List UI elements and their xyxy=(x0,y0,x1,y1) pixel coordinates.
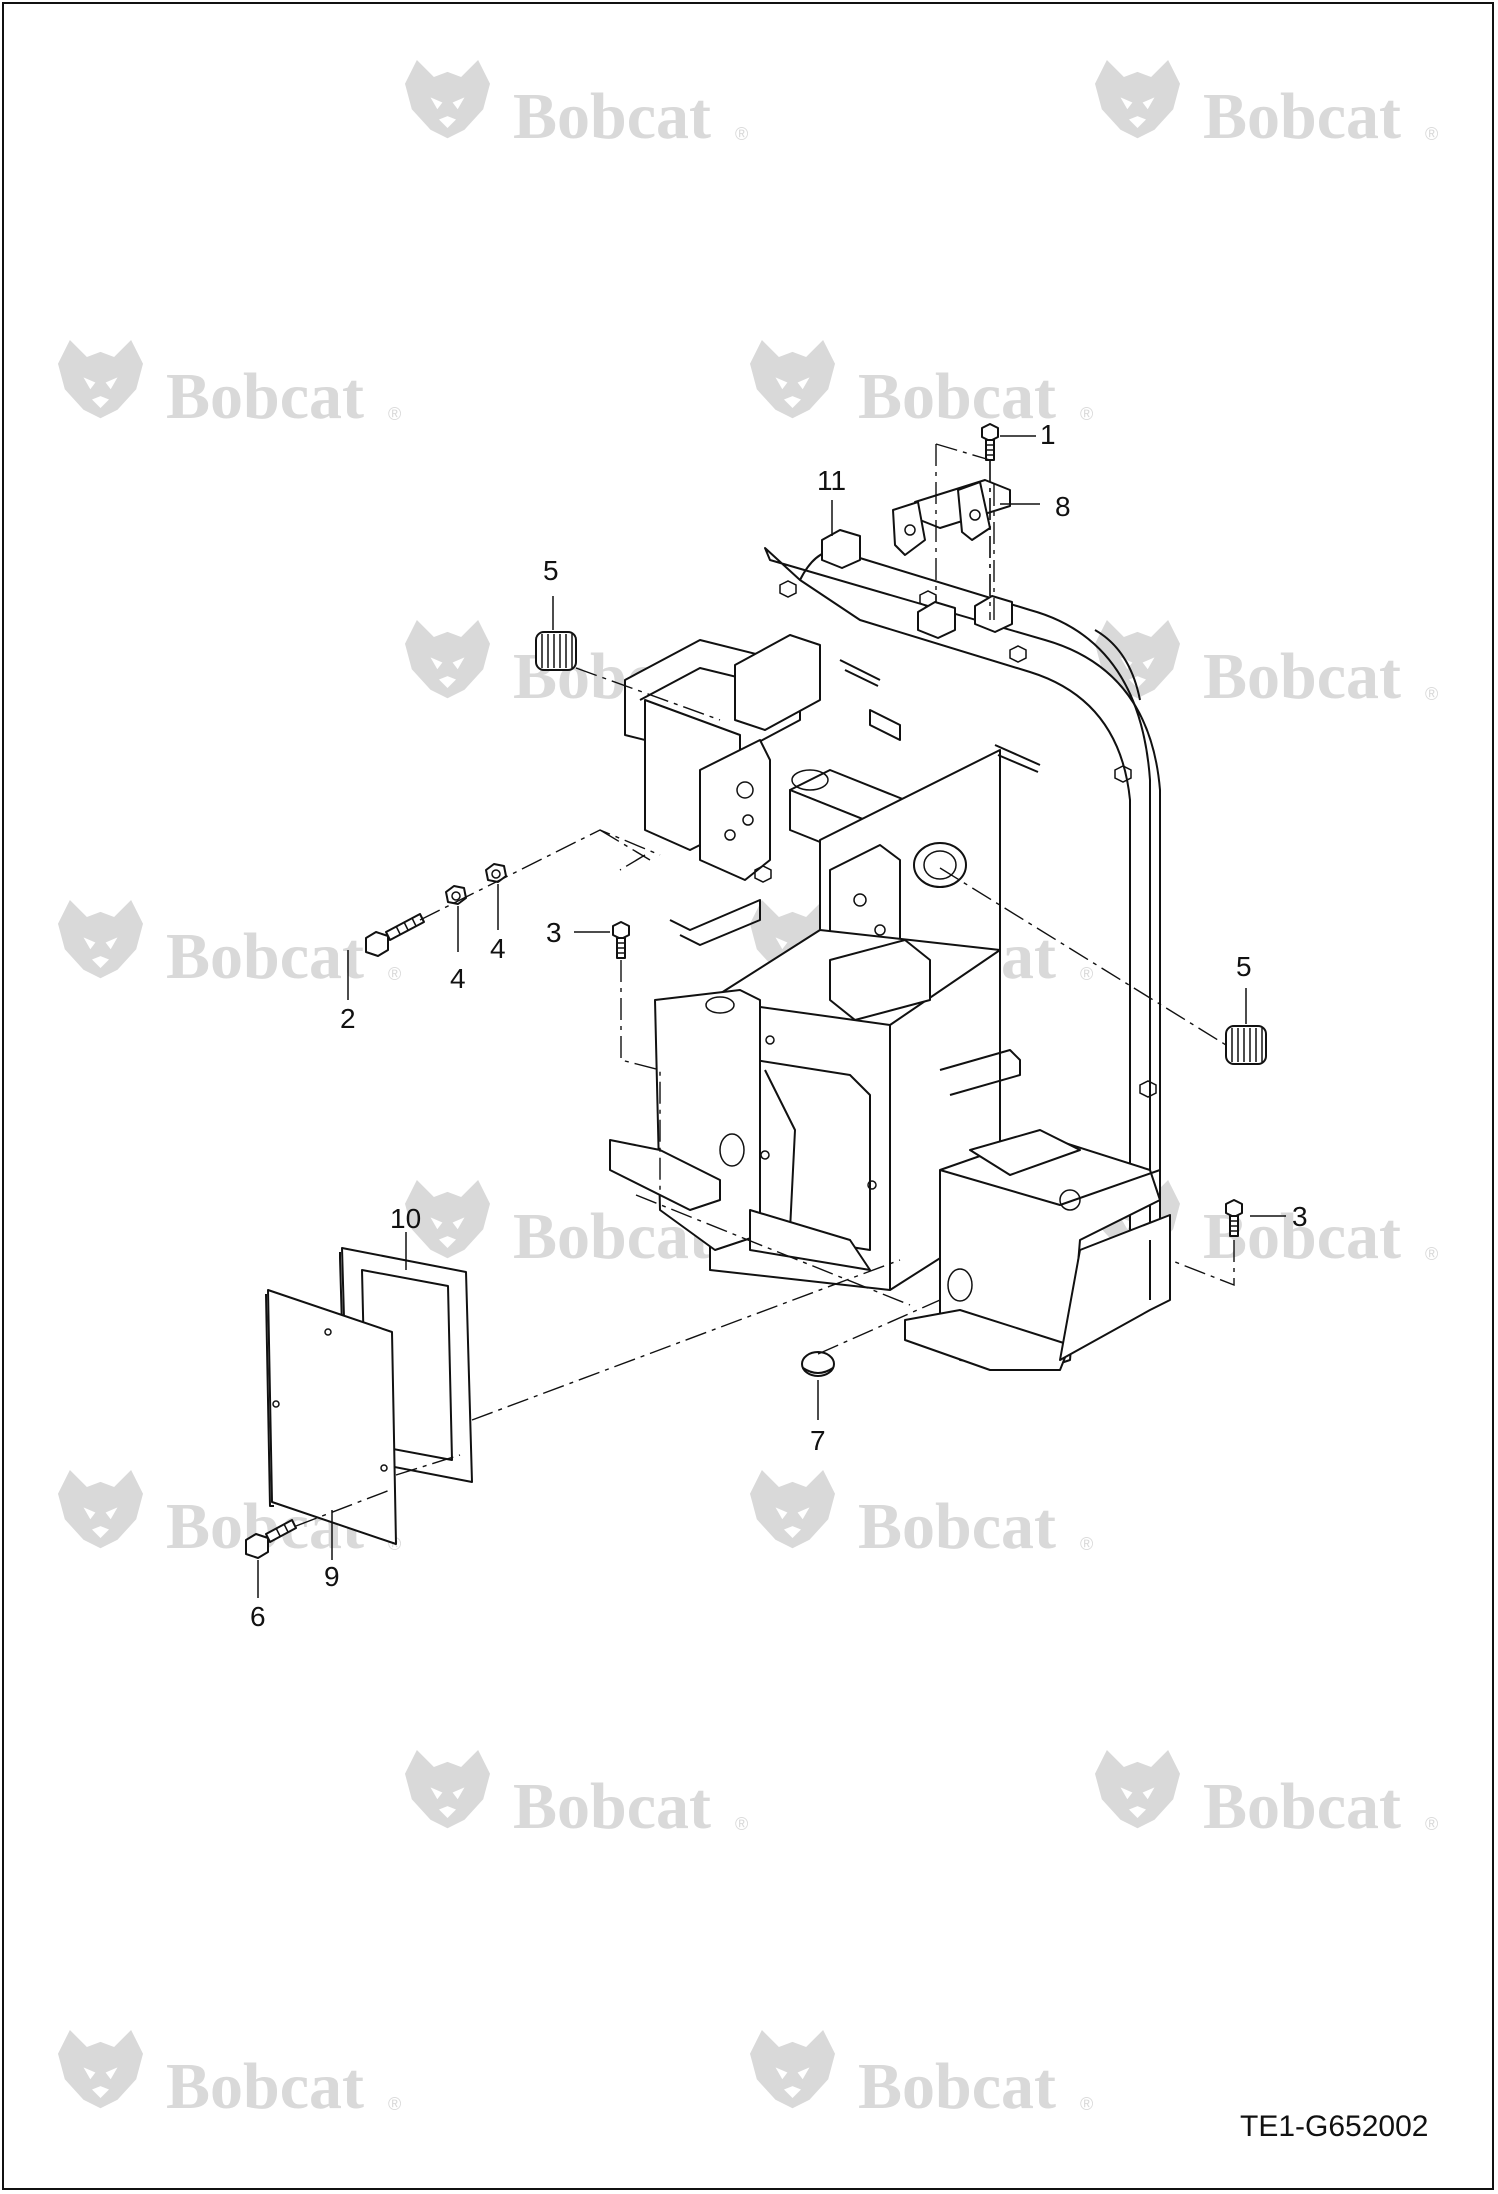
watermark-bobcat-15: Bobcat ® xyxy=(750,2030,1093,2123)
watermark-bobcat-2: Bobcat ® xyxy=(58,340,401,433)
callout-8: 8 xyxy=(1055,491,1071,522)
callout-5-upper: 5 xyxy=(543,555,559,586)
bolt-part-3-right xyxy=(1225,1199,1243,1237)
watermark-text: Bobcat xyxy=(1203,80,1401,153)
watermark-bobcat-13: Bobcat ® xyxy=(1095,1750,1438,1843)
watermark-registered-mark: ® xyxy=(1080,2094,1093,2114)
watermark-registered-mark: ® xyxy=(735,124,748,144)
bolt-part-1 xyxy=(981,423,999,461)
watermark-logo-icon xyxy=(58,2030,143,2109)
bracket-part-8 xyxy=(892,479,1011,556)
watermark-bobcat-12: Bobcat ® xyxy=(405,1750,748,1843)
watermark-registered-mark: ® xyxy=(735,1814,748,1834)
watermark-bobcat-3: Bobcat ® xyxy=(750,340,1093,433)
bushing-part-5-lower xyxy=(1225,1025,1267,1065)
watermark-logo-icon xyxy=(750,2030,835,2109)
watermark-registered-mark: ® xyxy=(388,404,401,424)
watermark-registered-mark: ® xyxy=(1080,404,1093,424)
callout-2: 2 xyxy=(340,1003,356,1034)
watermark-registered-mark: ® xyxy=(388,964,401,984)
watermark-logo-icon xyxy=(750,340,835,419)
watermark-logo-icon xyxy=(58,1470,143,1549)
watermark-logo-icon xyxy=(58,900,143,979)
watermark-bobcat-0: Bobcat ® xyxy=(405,60,748,153)
watermark-logo-icon xyxy=(58,340,143,419)
bushing-part-5-upper xyxy=(535,631,577,671)
callout-3-left: 3 xyxy=(546,917,562,948)
callout-9: 9 xyxy=(324,1561,340,1592)
watermark-registered-mark: ® xyxy=(388,2094,401,2114)
callout-3-right: 3 xyxy=(1292,1201,1308,1232)
watermark-logo-icon xyxy=(1095,60,1180,139)
watermark-text: Bobcat xyxy=(166,920,364,993)
assembly-lines xyxy=(295,443,1235,1527)
watermark-bobcat-6: Bobcat ® xyxy=(58,900,401,993)
callout-4-left: 4 xyxy=(450,963,466,994)
watermark-text: Bobcat xyxy=(166,2050,364,2123)
watermark-registered-mark: ® xyxy=(1080,964,1093,984)
watermark-logo-icon xyxy=(405,620,490,699)
watermark-registered-mark: ® xyxy=(1425,1814,1438,1834)
watermark-text: Bobcat xyxy=(1203,640,1401,713)
callout-10: 10 xyxy=(390,1203,421,1234)
watermark-bobcat-5: Bobcat ® xyxy=(1095,620,1438,713)
watermark-text: Bobcat xyxy=(1203,1770,1401,1843)
watermark-registered-mark: ® xyxy=(1425,684,1438,704)
callout-1: 1 xyxy=(1040,419,1056,450)
callout-5-lower: 5 xyxy=(1236,951,1252,982)
watermark-text: Bobcat xyxy=(513,1770,711,1843)
watermark-text: Bobcat xyxy=(858,360,1056,433)
callout-labels: 1 8 11 5 5 2 4 4 3 3 10 7 9 6 xyxy=(250,419,1308,1632)
watermark-bobcat-14: Bobcat ® xyxy=(58,2030,401,2123)
frame-assembly xyxy=(609,529,1171,1371)
watermark-text: Bobcat xyxy=(513,80,711,153)
watermark-text: Bobcat xyxy=(166,360,364,433)
watermark-registered-mark: ® xyxy=(1425,1244,1438,1264)
watermark-registered-mark: ® xyxy=(1425,124,1438,144)
watermark-logo-icon xyxy=(405,60,490,139)
document-id: TE1-G652002 xyxy=(1240,2110,1428,2143)
watermark-logo-icon xyxy=(750,1470,835,1549)
leader-lines xyxy=(257,435,1286,1598)
plug-part-7 xyxy=(801,1351,835,1377)
bolt-part-3-left xyxy=(612,921,630,959)
watermark-text: Bobcat xyxy=(858,2050,1056,2123)
bolt-part-6 xyxy=(245,1519,297,1559)
watermark-text: Bobcat xyxy=(858,1490,1056,1563)
watermark-bobcat-11: Bobcat ® xyxy=(750,1470,1093,1563)
callout-4-right: 4 xyxy=(490,933,506,964)
callout-6: 6 xyxy=(250,1601,266,1632)
bolt-part-2 xyxy=(365,913,425,957)
callout-11: 11 xyxy=(817,465,846,496)
watermark-bobcat-1: Bobcat ® xyxy=(1095,60,1438,153)
callout-7: 7 xyxy=(810,1425,826,1456)
watermark-logo-icon xyxy=(1095,1750,1180,1829)
nut-part-4-b xyxy=(485,863,507,883)
watermark-registered-mark: ® xyxy=(1080,1534,1093,1554)
cover-plate-part-9 xyxy=(265,1289,397,1545)
watermark-logo-icon xyxy=(405,1750,490,1829)
